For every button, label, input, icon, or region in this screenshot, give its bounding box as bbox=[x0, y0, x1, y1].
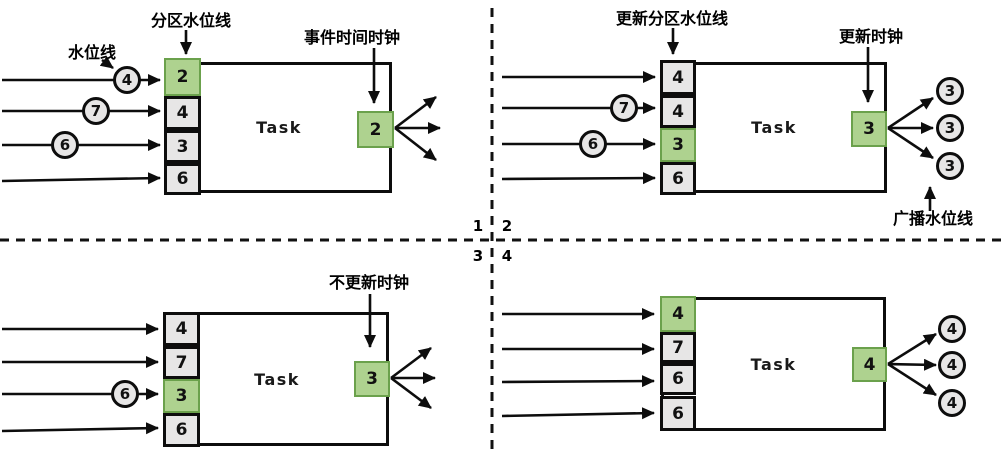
q2-broadcast-arrow-3 bbox=[887, 126, 934, 160]
q1-watermark-circle-3: 6 bbox=[51, 131, 79, 159]
q4-broadcast-circle-3: 4 bbox=[938, 389, 966, 417]
q2-update-partition-watermark-annotation: 更新分区水位线 bbox=[615, 9, 729, 28]
quadrant-marker-4: 4 bbox=[501, 247, 513, 265]
q2-partition-watermark-slot-3: 3 bbox=[660, 128, 696, 162]
quadrant-marker-3: 3 bbox=[472, 247, 484, 265]
q4-input-arrow-4 bbox=[501, 407, 655, 420]
q3-watermark-circle-1: 6 bbox=[111, 380, 139, 408]
q4-input-arrow-3 bbox=[501, 375, 655, 388]
q1-watermark-circle-2: 7 bbox=[82, 97, 110, 125]
q2-partition-watermark-slot-1: 4 bbox=[660, 60, 696, 95]
q2-broadcast-watermark-annotation: 广播水位线 bbox=[892, 209, 974, 228]
quadrant-marker-1: 1 bbox=[472, 217, 484, 235]
q2-watermark-circle-1: 7 bbox=[610, 94, 638, 122]
q3-partition-watermark-slot-2: 7 bbox=[163, 346, 200, 379]
q3-no-update-clock-annotation: 不更新时钟 bbox=[328, 273, 410, 292]
q2-broadcast-arrow-1 bbox=[887, 96, 934, 130]
q3-input-arrow-4 bbox=[1, 422, 159, 435]
q1-input-arrow-4 bbox=[1, 172, 161, 185]
q3-partition-watermark-slot-3: 3 bbox=[163, 379, 200, 413]
q1-event-time-clock-annotation: 事件时间时钟 bbox=[303, 28, 401, 47]
q4-partition-watermark-slot-4: 6 bbox=[660, 396, 696, 431]
q3-task-label: Task bbox=[254, 369, 300, 389]
q3-partition-watermark-slot-1: 4 bbox=[163, 312, 200, 346]
q2-watermark-circle-2: 6 bbox=[579, 130, 607, 158]
q4-broadcast-arrow-1 bbox=[887, 332, 937, 366]
q1-partition-watermark-annotation: 分区水位线 bbox=[150, 11, 232, 30]
q1-event-time-clock-box: 2 bbox=[357, 111, 394, 148]
quadrant-marker-2: 2 bbox=[501, 217, 513, 235]
q4-broadcast-arrow-2 bbox=[887, 358, 937, 371]
q1-watermark-pointer-arrow bbox=[99, 56, 114, 70]
q1-partition-watermark-slot-2: 4 bbox=[164, 96, 201, 130]
q2-task-label: Task bbox=[751, 118, 797, 137]
q1-fanout-arrow-1 bbox=[394, 95, 437, 130]
q4-broadcast-circle-1: 4 bbox=[938, 315, 966, 343]
q2-input-arrow-4 bbox=[501, 172, 656, 185]
q1-partition-watermark-slot-4: 6 bbox=[164, 163, 201, 195]
q1-partition-watermark-slot-1: 2 bbox=[164, 58, 201, 96]
q4-partition-watermark-slot-3: 6 bbox=[660, 363, 696, 395]
q2-broadcast-circle-2: 3 bbox=[936, 114, 964, 142]
q3-event-time-clock-box: 3 bbox=[354, 361, 390, 397]
q4-event-time-clock-box: 4 bbox=[852, 347, 887, 382]
q4-broadcast-arrow-3 bbox=[887, 362, 937, 397]
q3-fanout-arrow-3 bbox=[390, 376, 432, 410]
q1-partition-watermark-slot-3: 3 bbox=[164, 130, 201, 163]
q1-watermark-circle-1: 4 bbox=[113, 66, 141, 94]
q2-broadcast-circle-3: 3 bbox=[936, 152, 964, 180]
q2-broadcast-circle-1: 3 bbox=[936, 77, 964, 105]
q4-broadcast-circle-2: 4 bbox=[938, 351, 966, 379]
q4-partition-watermark-slot-2: 7 bbox=[660, 332, 696, 363]
q2-update-clock-annotation: 更新时钟 bbox=[838, 27, 904, 46]
q4-partition-watermark-slot-1: 4 bbox=[660, 296, 696, 332]
q3-partition-watermark-slot-4: 6 bbox=[163, 413, 200, 447]
q1-fanout-arrow-3 bbox=[394, 126, 437, 162]
q2-partition-watermark-slot-2: 4 bbox=[660, 95, 696, 128]
q2-partition-watermark-slot-4: 6 bbox=[660, 162, 696, 195]
q1-task-label: Task bbox=[256, 118, 302, 137]
q3-fanout-arrow-1 bbox=[390, 346, 432, 380]
q4-task-label: Task bbox=[750, 354, 797, 374]
q2-event-time-clock-box: 3 bbox=[851, 111, 887, 147]
q1-watermark-annotation: 水位线 bbox=[67, 43, 117, 62]
